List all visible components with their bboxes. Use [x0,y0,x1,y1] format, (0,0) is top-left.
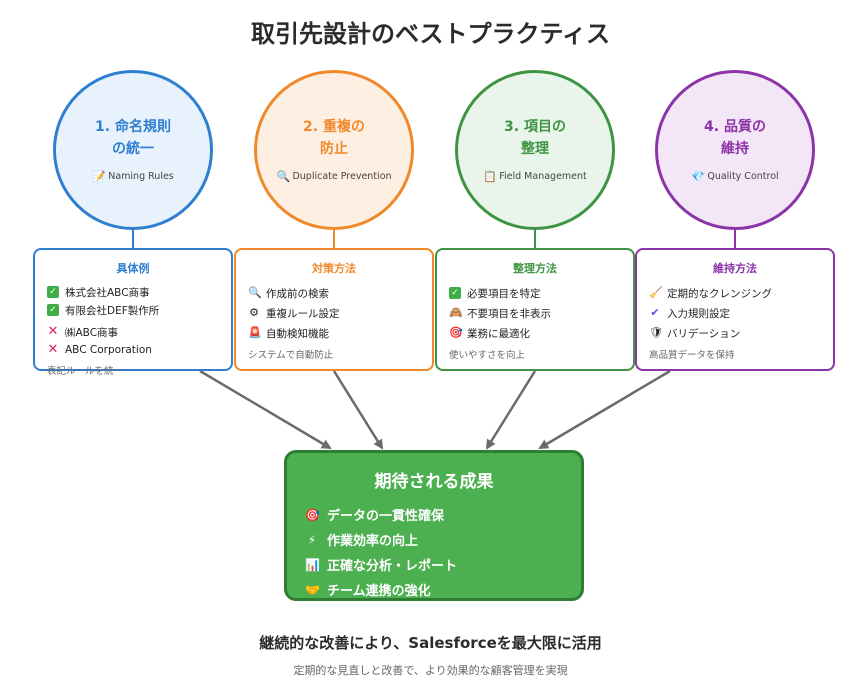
pillar-title: 2. 重複の 防止 [303,119,365,157]
result-box: 期待される成果 🎯データの一貫性確保 ⚡作業効率の向上 📊正確な分析・レポート … [284,450,584,601]
pillar-circle-duplicate: 2. 重複の 防止 🔍 Duplicate Prevention [254,70,414,230]
pillar-subtitle: Field Management [499,171,587,183]
arrow-3 [485,370,537,450]
result-item: 📊正確な分析・レポート [305,557,458,575]
handshake-icon: 🤝 [305,582,320,597]
card-title: 対策方法 [312,262,356,275]
list-item: 🔍作成前の検索 [248,286,329,300]
checkmark-icon: ✔ [650,306,660,319]
list-item: 🙈不要項目を非表示 [449,306,551,320]
card-footer: 高品質データを保持 [649,350,735,361]
pillar-title: 3. 項目の 整理 [504,119,566,157]
magnifier-icon: 🔍 [276,169,291,183]
broom-icon: 🧹 [649,286,663,299]
pillar-circle-fields: 3. 項目の 整理 📋 Field Management [455,70,615,230]
card-footer: システムで自動防止 [248,350,334,361]
result-item: ⚡作業効率の向上 [305,527,563,552]
pillar-circle-naming: 1. 命名規則 の統一 📝 Naming Rules [53,70,213,230]
card-title: 維持方法 [713,262,757,275]
result-item: 🤝チーム連携の強化 [305,582,431,600]
card-footer: 使いやすさを向上 [449,350,526,361]
list-item: ✕㈱ABC商事 [47,324,119,339]
list-item: ✕ABC Corporation [47,342,152,357]
cross-icon: ✕ [47,324,59,339]
list-item: ✓有限会社DEF製作所 [47,301,219,319]
shield-icon: 🛡 [649,326,663,339]
check-icon: ✓ [449,287,461,299]
pillar-subtitle: Naming Rules [108,171,174,183]
conclusion-title: 継続的な改善により、Salesforceを最大限に活用 [259,634,602,652]
list-item: ✓必要項目を特定 [449,283,621,303]
target-icon: 🎯 [449,326,463,339]
page-title: 取引先設計のベストプラクティス [250,20,611,48]
cross-icon: ✕ [47,342,59,357]
diamond-icon: 💎 [691,169,706,183]
list-item: 🚨自動検知機能 [248,326,329,340]
list-item: ⚙重複ルール設定 [249,306,340,320]
arrow-4 [538,369,671,450]
alarm-icon: 🚨 [248,326,262,339]
pillar-card-fields: 整理方法 ✓必要項目を特定 🙈不要項目を非表示 🎯業務に最適化 使いやすさを向上 [435,248,635,371]
lightning-icon: ⚡ [307,532,317,547]
list-item: 🛡バリデーション [649,326,741,340]
result-title: 期待される成果 [374,472,494,492]
check-icon: ✓ [47,286,59,298]
clipboard-icon: 📋 [483,169,497,183]
pillar-subtitle: Quality Control [707,171,779,183]
pillar-card-duplicate: 対策方法 🔍作成前の検索 ⚙重複ルール設定 🚨自動検知機能 システムで自動防止 [234,248,434,371]
list-item: ✔入力規則設定 [650,306,730,320]
pillar-subtitle: Duplicate Prevention [292,171,392,183]
pillar-card-quality: 維持方法 🧹定期的なクレンジング ✔入力規則設定 🛡バリデーション 高品質データ… [635,248,835,371]
result-item: 🎯データの一貫性確保 [305,507,445,525]
pillar-title: 1. 命名規則 の統一 [95,119,171,157]
hidden-icon: 🙈 [449,306,463,319]
memo-icon: 📝 [92,169,106,183]
pillar-card-naming: 具体例 ✓株式会社ABC商事 ✓有限会社DEF製作所 ✕㈱ABC商事 ✕ABC … [33,248,233,377]
list-item: ✓株式会社ABC商事 [47,283,219,301]
gear-icon: ⚙ [249,306,259,319]
card-title: 具体例 [116,262,150,275]
pillar-circle-quality: 4. 品質の 維持 💎 Quality Control [655,70,815,230]
magnifier-icon: 🔍 [248,286,262,299]
target-icon: 🎯 [305,507,320,522]
pillar-title: 4. 品質の 維持 [704,119,766,157]
check-icon: ✓ [47,304,59,316]
card-footer: 表記ルールを統一 [47,366,124,377]
list-item: 🧹定期的なクレンジング [649,286,772,300]
conclusion-subtitle: 定期的な見直しと改善で、より効果的な顧客管理を実現 [293,664,568,677]
arrow-2 [332,370,384,450]
arrow-1 [199,369,332,450]
card-title: 整理方法 [513,262,557,275]
list-item: 🎯業務に最適化 [449,326,530,340]
chart-icon: 📊 [305,557,320,572]
